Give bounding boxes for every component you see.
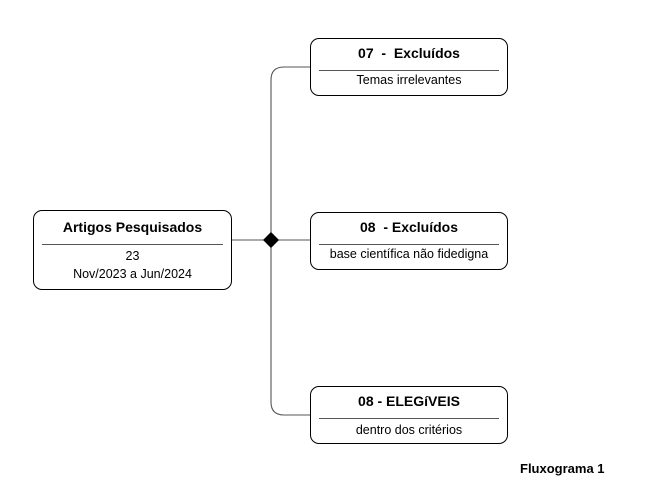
excluded-irrelevant-divider [319,70,499,71]
eligible-divider [319,418,499,419]
excluded-unreliable-box: 08 - Excluídos base científica não fided… [310,212,508,270]
eligible-detail: dentro dos critérios [355,423,463,437]
source-box: Artigos Pesquisados 23 Nov/2023 a Jun/20… [33,210,232,290]
eligible-box: 08 - ELEGíVEIS dentro dos critérios [310,386,508,444]
diamond-icon [263,232,279,248]
source-box-count: 23 [125,249,140,263]
excluded-irrelevant-detail: Temas irrelevantes [356,73,462,87]
excluded-unreliable-title: 08 - Excluídos [359,219,459,235]
excluded-irrelevant-box: 07 - Excluídos Temas irrelevantes [310,38,508,96]
excluded-unreliable-detail: base científica não fidedigna [329,247,489,261]
excluded-irrelevant-title: 07 - Excluídos [358,45,460,61]
source-box-title: Artigos Pesquisados [62,219,203,235]
eligible-title: 08 - ELEGíVEIS [358,393,460,409]
source-box-period: Nov/2023 a Jun/2024 [73,267,192,281]
connector-junction-to-eligible [270,240,310,416]
excluded-unreliable-divider [319,244,499,245]
source-box-divider [42,244,223,245]
figure-caption: Fluxograma 1 [520,461,605,476]
connector-junction-to-excluded-irrelevant [270,66,310,240]
